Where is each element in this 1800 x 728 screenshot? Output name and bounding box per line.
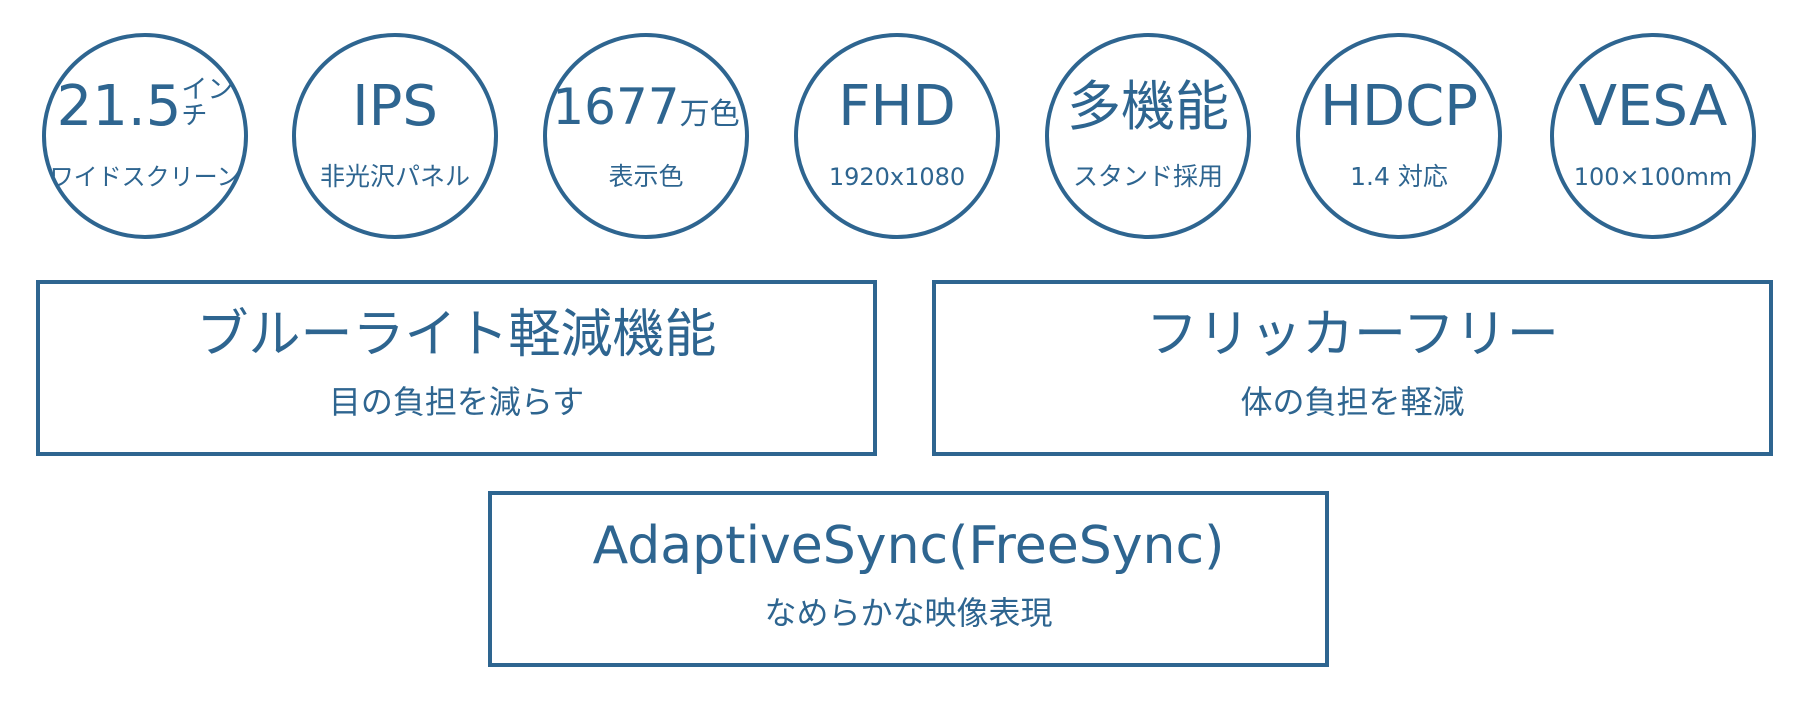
feature-badge-colors: 1677万色 表示色 xyxy=(543,33,749,239)
stand-label: スタンド採用 xyxy=(1072,162,1223,191)
colors-number: 1677 xyxy=(552,78,680,136)
feature-box-adaptive-sync: AdaptiveSync(FreeSync) なめらかな映像表現 xyxy=(488,491,1329,667)
stand-title: 多機能 xyxy=(1067,75,1229,138)
blue-light-title: ブルーライト軽減機能 xyxy=(196,305,717,365)
colors-label: 表示色 xyxy=(608,162,684,191)
screen-size-value: 21.5インチ xyxy=(46,75,244,139)
feature-badge-stand: 多機能 スタンド採用 xyxy=(1045,33,1251,239)
screen-size-unit-bottom: チ xyxy=(181,101,208,131)
resolution-value: 1920x1080 xyxy=(828,163,966,191)
resolution-name: FHD xyxy=(838,74,956,139)
flicker-free-subtitle: 体の負担を軽減 xyxy=(1240,383,1465,421)
panel-label: 非光沢パネル xyxy=(319,162,470,191)
feature-badge-panel: IPS 非光沢パネル xyxy=(292,33,498,239)
panel-type: IPS xyxy=(352,74,438,139)
feature-badge-screen-size: 21.5インチ ワイドスクリーン xyxy=(42,33,248,239)
feature-badge-resolution: FHD 1920x1080 xyxy=(794,33,1000,239)
hdcp-title: HDCP xyxy=(1319,74,1479,139)
adaptive-sync-subtitle: なめらかな映像表現 xyxy=(764,594,1053,632)
screen-size-unit-top: イン xyxy=(181,75,234,105)
vesa-title: VESA xyxy=(1578,74,1728,139)
screen-size-label: ワイドスクリーン xyxy=(49,163,241,191)
hdcp-version: 1.4 対応 xyxy=(1350,162,1448,191)
colors-unit: 万色 xyxy=(679,97,740,132)
adaptive-sync-title: AdaptiveSync(FreeSync) xyxy=(592,516,1225,576)
blue-light-subtitle: 目の負担を減らす xyxy=(328,383,585,421)
vesa-size: 100×100mm xyxy=(1573,163,1733,191)
feature-badge-vesa: VESA 100×100mm xyxy=(1550,33,1756,239)
screen-size-number: 21.5 xyxy=(56,74,182,139)
feature-box-flicker-free: フリッカーフリー 体の負担を軽減 xyxy=(932,280,1773,456)
flicker-free-title: フリッカーフリー xyxy=(1146,305,1559,365)
feature-badge-hdcp: HDCP 1.4 対応 xyxy=(1296,33,1502,239)
screen-size-unit: インチ xyxy=(181,77,233,129)
feature-box-blue-light: ブルーライト軽減機能 目の負担を減らす xyxy=(36,280,877,456)
colors-value: 1677万色 xyxy=(547,75,745,147)
